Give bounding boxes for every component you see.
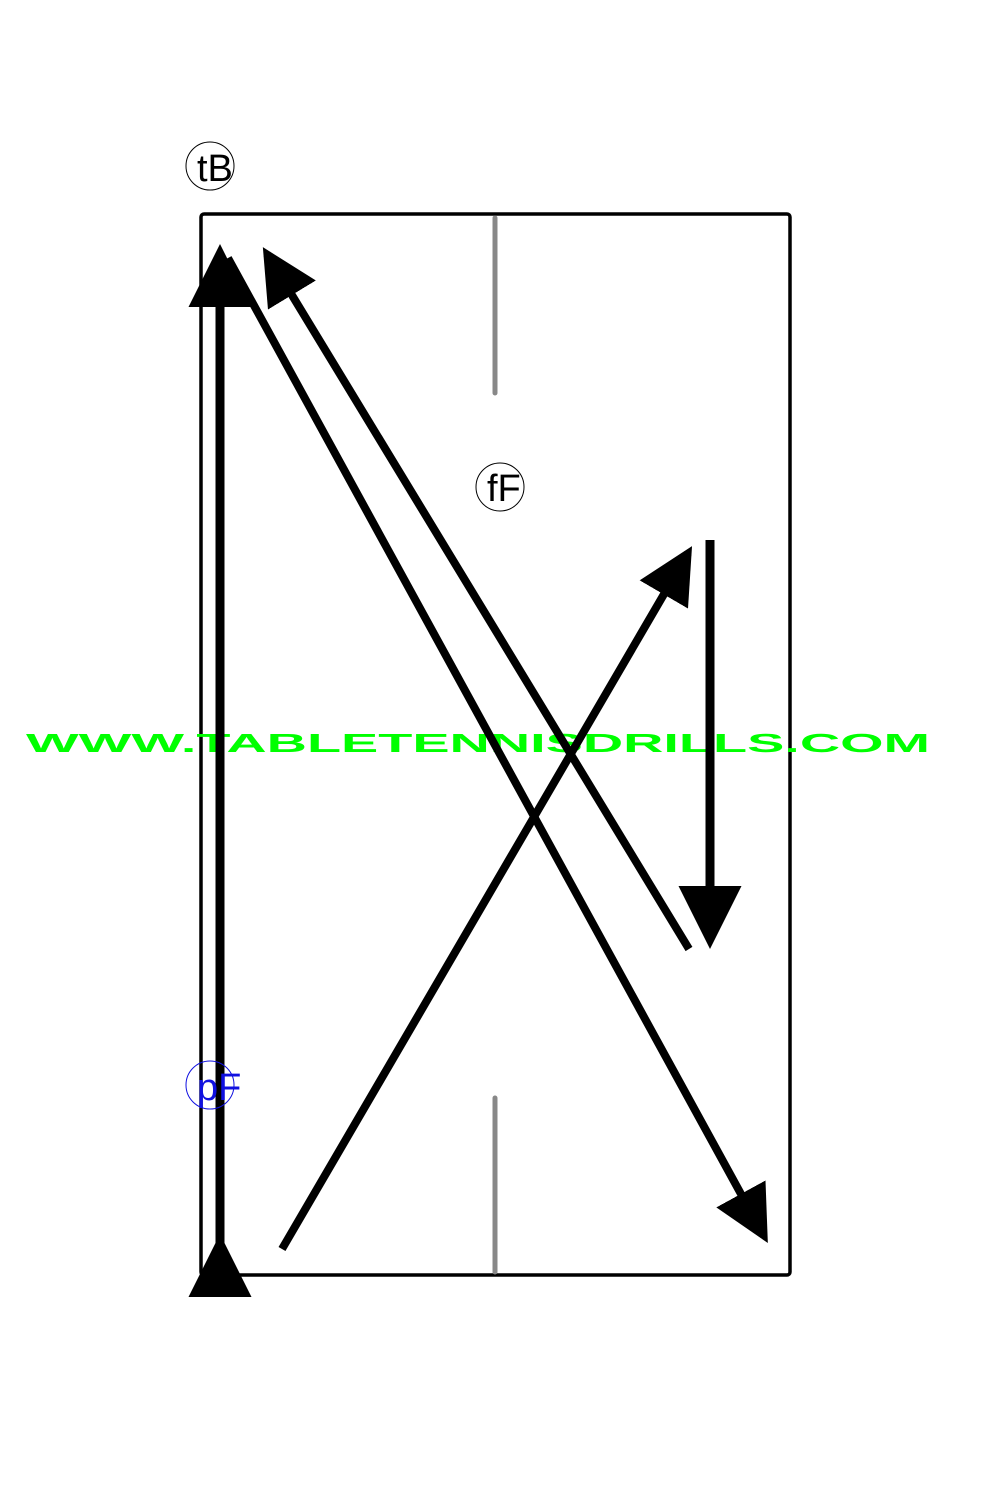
arrow-diagonal-to-bottom-right: [224, 256, 768, 1244]
label-pf: pF: [197, 1067, 241, 1109]
arrow-diagonal-to-top-left: [262, 247, 693, 952]
watermark-text: WWW.TABLETENNISDRILLS.COM: [26, 728, 930, 758]
label-tb: tB: [197, 148, 233, 190]
arrow-diagonal-to-right-middle: [278, 546, 693, 1252]
label-ff: fF: [487, 468, 521, 510]
label-tb-circle: [185, 141, 235, 191]
label-pf-circle: [185, 1060, 235, 1110]
label-ff-circle: [475, 462, 525, 512]
